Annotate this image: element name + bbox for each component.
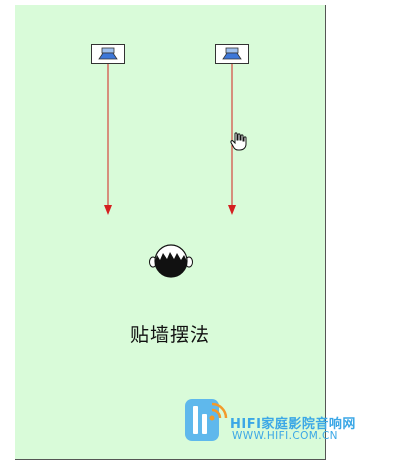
left-arrow — [104, 64, 112, 215]
right-arrow — [228, 64, 236, 215]
left-speaker-icon — [91, 44, 125, 64]
right-speaker-icon — [215, 44, 249, 64]
watermark-url[interactable]: WWW.HIFI.COM.CN — [232, 430, 338, 442]
room-floor — [15, 5, 325, 459]
watermark-title: HIFI家庭影院音响网 — [230, 417, 356, 432]
wifi-logo-icon — [185, 399, 228, 441]
hand-cursor-icon — [230, 132, 247, 151]
listener-head-icon — [149, 244, 193, 278]
listening-room — [15, 5, 326, 460]
layout-caption: 贴墙摆法 — [129, 324, 210, 346]
